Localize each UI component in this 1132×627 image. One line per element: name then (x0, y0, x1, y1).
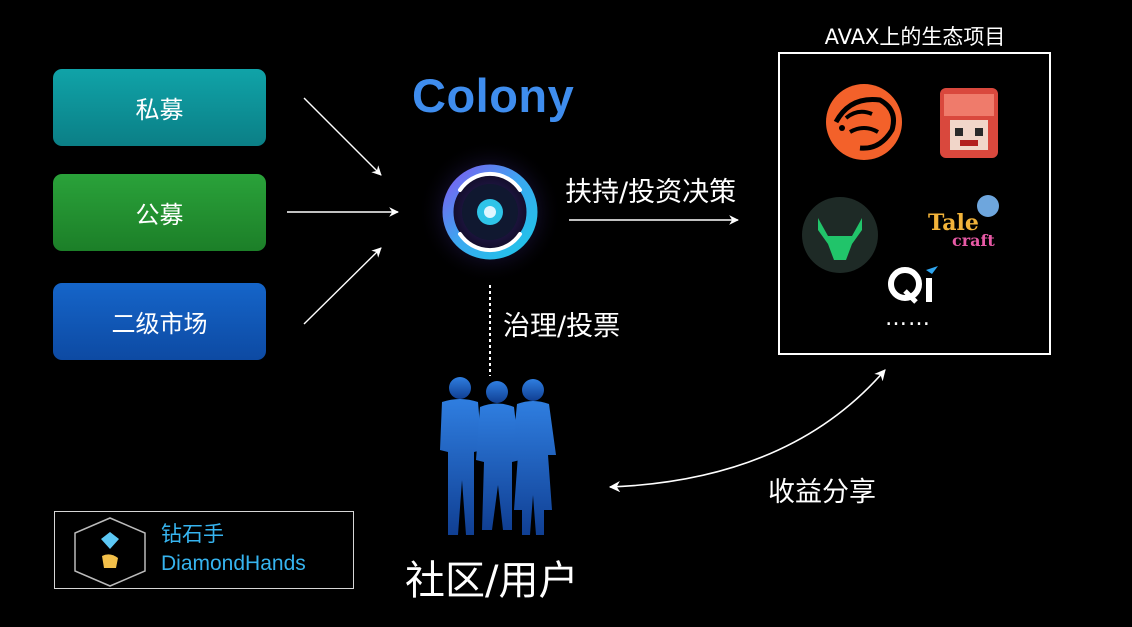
arrow-profit-share (608, 369, 886, 493)
diamond-hands-logo-icon (74, 517, 146, 587)
qi-logo-icon (888, 266, 938, 304)
secondary-market-box: 二级市场 (53, 283, 266, 360)
arrow-private-to-colony (303, 97, 382, 176)
governance-voting-label: 治理/投票 (503, 311, 621, 342)
diamond-hands-badge (54, 511, 354, 589)
svg-text:Tale: Tale (928, 210, 979, 236)
crabada-logo-icon (940, 88, 998, 158)
support-investment-label: 扶持/投资决策 (565, 177, 737, 208)
profit-share-label: 收益分享 (768, 477, 876, 508)
private-placement-box: 私募 (53, 69, 266, 146)
public-offering-box: 公募 (53, 174, 266, 251)
arrow-secondary-to-colony (303, 247, 382, 325)
ecosystem-more-ellipsis: …… (885, 306, 931, 331)
private-placement-label: 私募 (135, 96, 184, 124)
colony-title: Colony (412, 69, 575, 122)
pangolin-logo-icon (826, 84, 902, 160)
badge-english-name: DiamondHands (161, 552, 306, 575)
secondary-market-label: 二级市场 (111, 310, 208, 338)
community-users-label: 社区/用户 (405, 558, 579, 604)
ecosystem-box (778, 52, 1051, 355)
talecraft-logo-icon: Tale craft (928, 195, 999, 250)
ecosystem-title: AVAX上的生态项目 (824, 25, 1006, 49)
bull-logo-icon (802, 197, 878, 273)
public-offering-label: 公募 (135, 201, 184, 229)
svg-text:craft: craft (952, 231, 995, 250)
badge-chinese-name: 钻石手 (161, 522, 224, 546)
colony-logo-icon (418, 140, 562, 284)
community-people-icon (440, 377, 556, 535)
